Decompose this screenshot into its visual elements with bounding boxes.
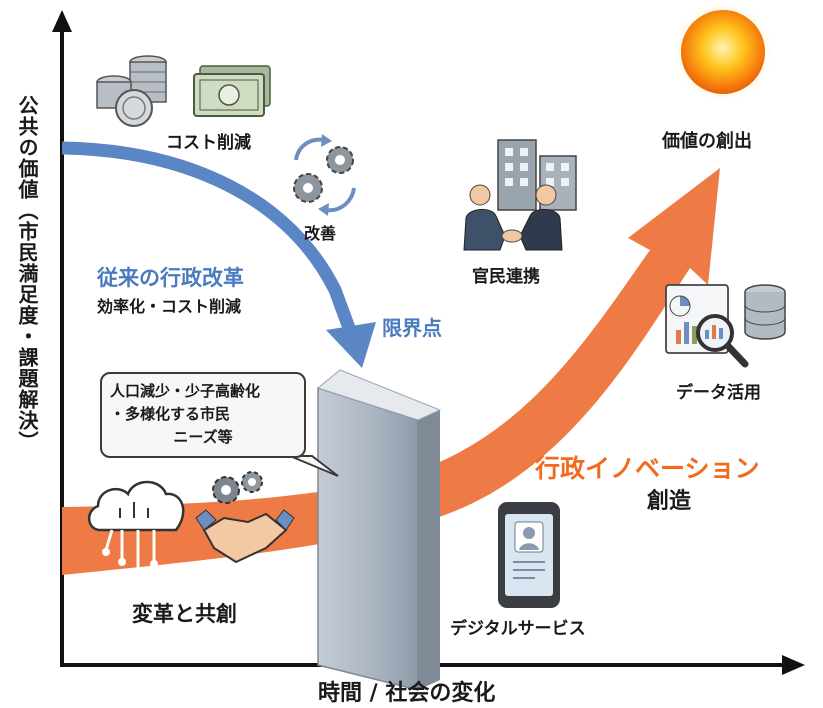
digital-service-label: デジタルサービス bbox=[450, 619, 586, 639]
x-axis-label: 時間 / 社会の変化 bbox=[318, 681, 496, 706]
innovation-title: 行政イノベーション bbox=[535, 454, 760, 483]
bubble-line-1: 人口減少・少子高齢化 bbox=[110, 382, 261, 400]
reform-cocreation-label: 変革と共創 bbox=[132, 602, 237, 626]
innovation-subtitle: 創造 bbox=[647, 489, 692, 514]
cloud-network-icon bbox=[88, 480, 185, 578]
banknotes-icon bbox=[193, 65, 271, 117]
traditional-arrow bbox=[61, 141, 376, 368]
gears-handshake-icon bbox=[195, 471, 295, 564]
improvement-label: 改善 bbox=[304, 224, 337, 243]
limit-wall bbox=[316, 369, 442, 691]
smartphone-icon bbox=[498, 502, 560, 608]
data-analytics-icon bbox=[665, 284, 786, 368]
coins-icon bbox=[96, 55, 167, 127]
sun-icon bbox=[671, 0, 775, 104]
public-private-label: 官民連携 bbox=[472, 267, 540, 287]
bubble-line-3: ニーズ等 bbox=[173, 428, 233, 446]
y-axis-label: 公共の価値（市民満足度・課題解決） bbox=[15, 95, 39, 452]
cost-cut-label: コスト削減 bbox=[166, 133, 251, 153]
limit-point-label: 限界点 bbox=[382, 316, 442, 340]
data-use-label: データ活用 bbox=[676, 383, 761, 403]
value-creation-label: 価値の創出 bbox=[662, 131, 752, 152]
public-private-partnership-icon bbox=[463, 139, 577, 251]
improvement-gears-icon bbox=[293, 134, 356, 216]
traditional-reform-title: 従来の行政改革 bbox=[97, 266, 244, 290]
traditional-reform-subtitle: 効率化・コスト削減 bbox=[97, 297, 242, 316]
bubble-line-2: ・多様化する市民 bbox=[110, 405, 231, 423]
social-change-bubble: 人口減少・少子高齢化 ・多様化する市民 ニーズ等 bbox=[100, 372, 306, 458]
